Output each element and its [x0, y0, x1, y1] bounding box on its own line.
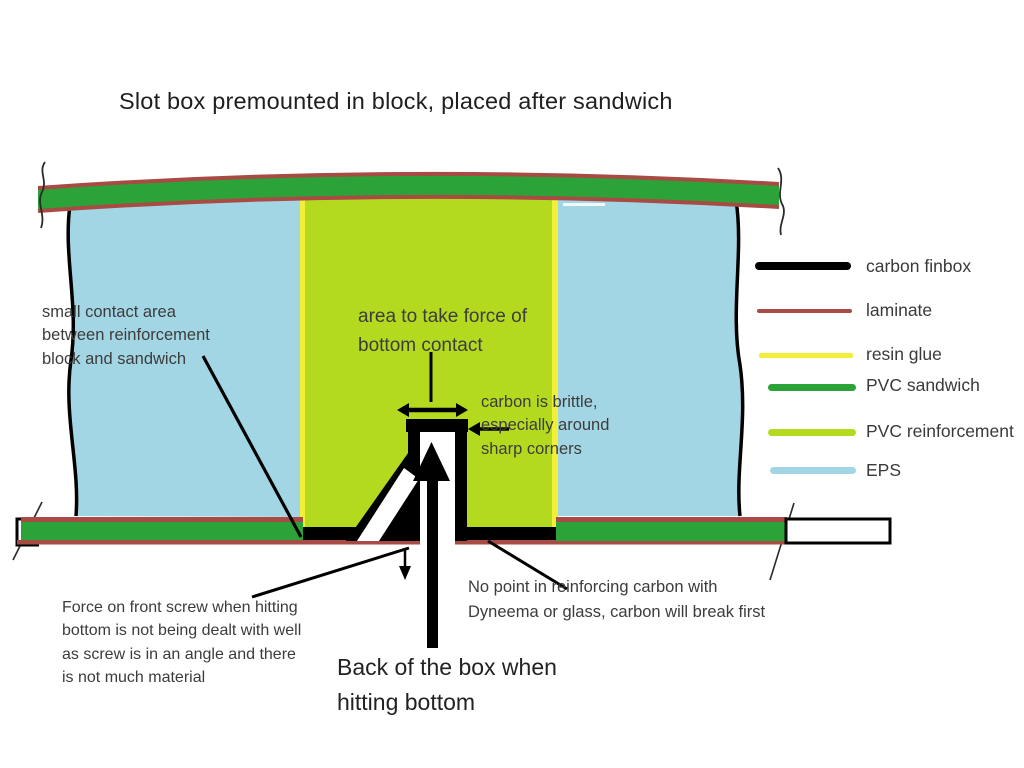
- note-small-contact: small contact area between reinforcement…: [42, 303, 210, 368]
- resin-glue-line-right: [552, 189, 558, 535]
- legend-label-eps: EPS: [866, 460, 902, 480]
- width-arrow-head-right: [456, 403, 468, 417]
- top-laminate-upper: [37, 171, 780, 190]
- legend-label-carbon-finbox: carbon finbox: [866, 256, 972, 276]
- legend-swatch-carbon-finbox: [755, 262, 851, 270]
- legend-swatch-eps: [770, 467, 856, 474]
- resin-glue-line-left: [300, 193, 305, 535]
- bottom-laminate-under: [17, 540, 787, 545]
- screw-hole-band: [357, 468, 419, 541]
- note-carbon-brittle: carbon is brittle, especially around sha…: [481, 393, 610, 458]
- legend-label-pvc-reinforcement: PVC reinforcement: [866, 421, 1014, 441]
- reinforcement-block: [302, 189, 553, 532]
- small-contact-pointer: [201, 355, 303, 538]
- top-laminate-lower: [37, 194, 780, 213]
- finbox-right-wall: [455, 432, 467, 541]
- legend-swatch-pvc-sandwich: [768, 384, 856, 391]
- eps-left-block: [68, 193, 302, 517]
- up-arrow-head: [413, 442, 450, 481]
- legend-swatch-laminate: [757, 309, 852, 313]
- eps-right-edge: [734, 199, 745, 517]
- no-point-pointer: [487, 539, 568, 591]
- eps-left-edge: [66, 204, 79, 517]
- width-arrow-head-left: [397, 403, 409, 417]
- bottom-right-laminate-top: [556, 517, 787, 522]
- eps-right-block: [558, 192, 743, 516]
- bottom-right-empty-sandwich: [784, 517, 892, 545]
- top-sandwich-band: [38, 173, 779, 211]
- top-band-break-left: [39, 161, 46, 229]
- bottom-left-sandwich: [21, 522, 303, 541]
- brittle-arrow-head: [468, 422, 480, 436]
- up-arrow-shaft: [427, 472, 438, 648]
- note-area-force: area to take force of bottom contact: [358, 306, 527, 356]
- page-title: Slot box premounted in block, placed aft…: [119, 88, 673, 114]
- eps-highlight-streak: [563, 203, 605, 206]
- label-back-of-box: Back of the box when hitting bottom: [337, 654, 557, 715]
- finbox-screw-gusset: [346, 446, 420, 541]
- note-no-point: No point in reinforcing carbon with Dyne…: [468, 578, 766, 621]
- force-screw-pointer: [251, 546, 410, 599]
- legend-label-resin-glue: resin glue: [866, 344, 942, 364]
- finbox-top-cap: [406, 419, 468, 432]
- down-arrow-head: [399, 566, 411, 580]
- legend-label-laminate: laminate: [866, 300, 933, 320]
- top-band-break-right: [777, 167, 785, 236]
- legend-swatch-pvc-reinforcement: [768, 429, 856, 436]
- bottom-right-sandwich: [556, 522, 787, 541]
- legend-label-pvc-sandwich: PVC sandwich: [866, 375, 980, 395]
- bottom-left-laminate-top: [21, 517, 303, 522]
- legend-swatch-resin-glue: [759, 353, 853, 358]
- note-force-screw: Force on front screw when hitting bottom…: [62, 599, 302, 687]
